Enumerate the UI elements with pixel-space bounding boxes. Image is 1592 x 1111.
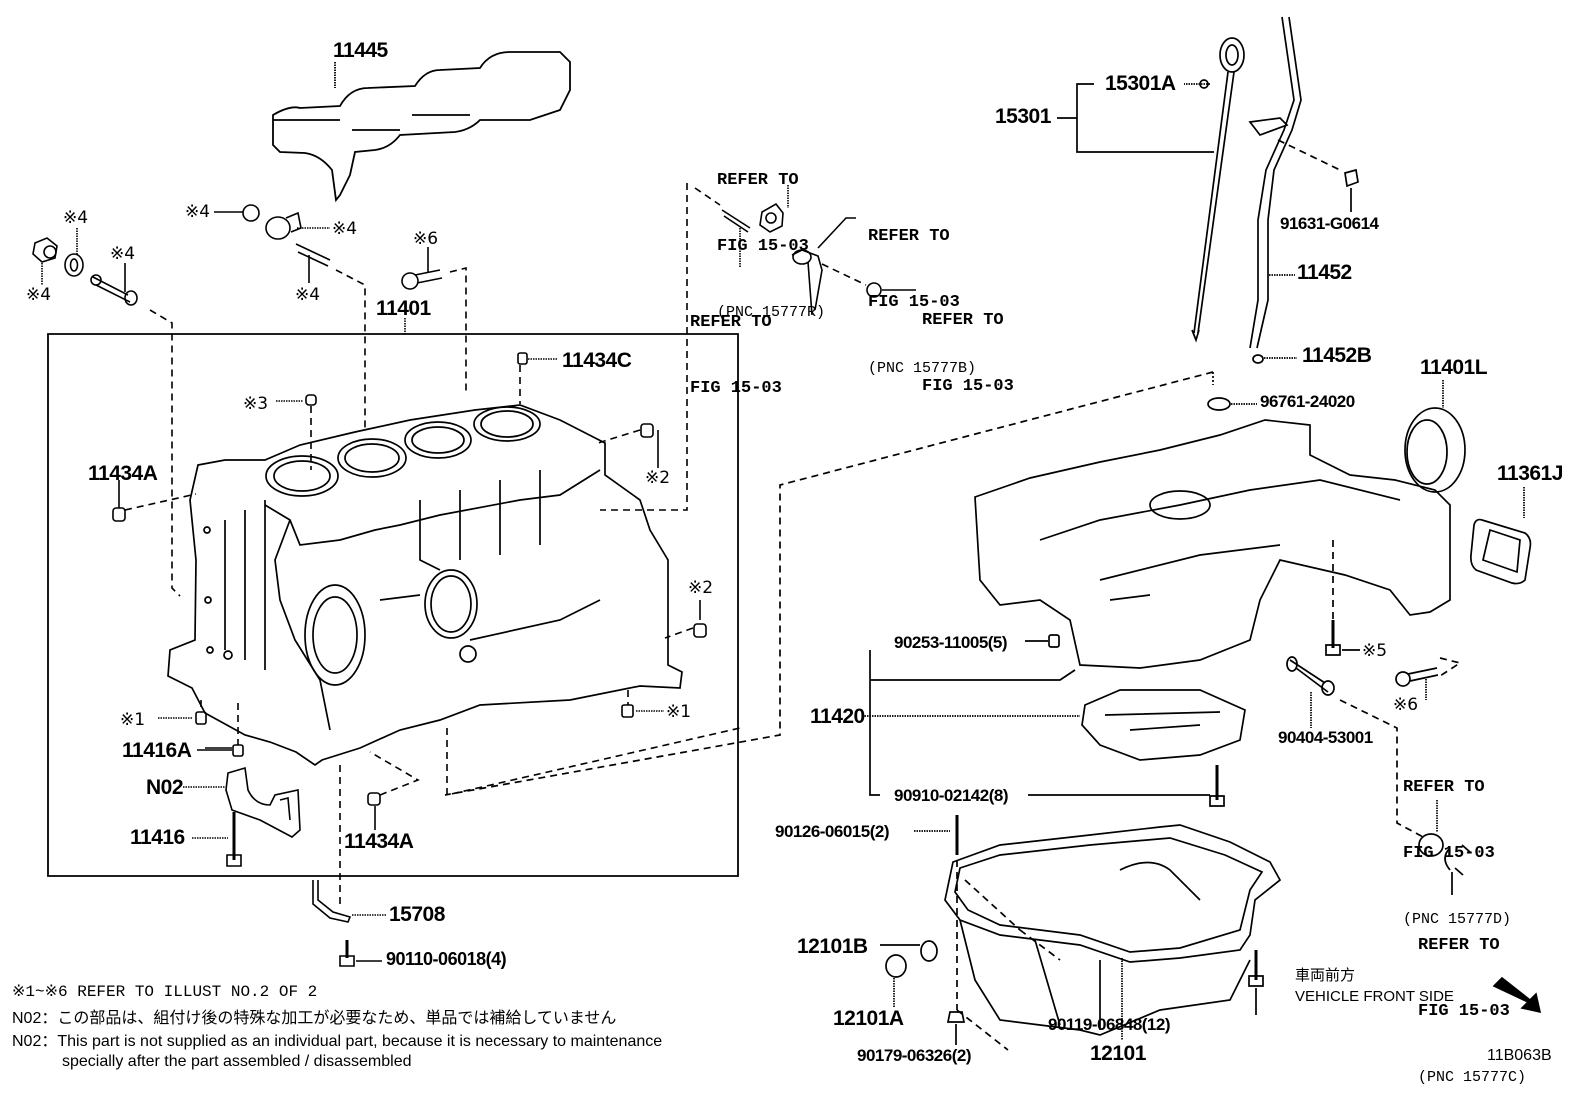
dowel-pins-drawing — [113, 353, 740, 905]
vehicle-front-arrow-icon — [1494, 978, 1540, 1012]
part-label-11401[interactable]: 11401 — [376, 297, 431, 320]
refer-illust-note: ※1~※6 REFER TO ILLUST NO.2 OF 2 — [12, 983, 318, 1001]
bearing-cap-n02-drawing — [183, 748, 300, 866]
vehicle-front-label-en: VEHICLE FRONT SIDE — [1295, 988, 1454, 1005]
refer-pnc: (PNC 15777D) — [1403, 911, 1512, 928]
part-label-90910-02142[interactable]: 90910-02142(8) — [894, 786, 1008, 805]
refer-callout-stud[interactable]: REFER TO FIG 15-03 — [690, 268, 782, 422]
mark-2-lower: ※2 — [688, 578, 714, 598]
mark-4-union-bolt: ※4 — [110, 244, 136, 264]
refer-fig: FIG 15-03 — [717, 237, 809, 256]
part-label-90253-11005[interactable]: 90253-11005(5) — [894, 633, 1008, 652]
part-label-11452B[interactable]: 11452B — [1302, 344, 1372, 367]
refer-callout-nut[interactable]: REFER TO FIG 15-03 — [922, 266, 1014, 420]
figure-id: 11B063B — [1487, 1047, 1552, 1064]
part-label-11434C[interactable]: 11434C — [562, 349, 632, 372]
mark-4-nozzle: ※4 — [295, 285, 321, 305]
refer-pnc: (PNC 15777R) — [717, 304, 826, 321]
insulator-11445-drawing — [273, 52, 570, 200]
part-label-11361J[interactable]: 11361J — [1497, 462, 1563, 485]
mark-1-left: ※1 — [120, 710, 146, 730]
refer-line: REFER TO — [1418, 936, 1500, 955]
cylinder-block-11401-drawing — [168, 405, 682, 765]
part-label-11434A-left[interactable]: 11434A — [88, 462, 158, 485]
refer-line: REFER TO — [1403, 778, 1485, 797]
part-label-90404-53001[interactable]: 90404-53001 — [1278, 728, 1373, 747]
refer-fig: FIG 15-03 — [1403, 844, 1495, 863]
part-label-90126-06015[interactable]: 90126-06015(2) — [775, 822, 889, 841]
part-label-11416A[interactable]: 11416A — [122, 739, 192, 762]
mark-6-right: ※6 — [1393, 695, 1419, 715]
mark-1-right: ※1 — [666, 702, 692, 722]
part-label-90110-06018[interactable]: 90110-06018(4) — [386, 949, 507, 969]
part-label-90119-06848[interactable]: 90119-06848(12) — [1048, 1015, 1171, 1034]
refer-callout-15777R[interactable]: REFER TO FIG 15-03 (PNC 15777R) — [717, 126, 825, 346]
refer-pnc: (PNC 15777B) — [868, 360, 977, 377]
refer-line: REFER TO — [690, 313, 772, 332]
oil-pan-12101-drawing — [880, 815, 1280, 1050]
part-label-15708[interactable]: 15708 — [389, 903, 445, 926]
part-label-11452[interactable]: 11452 — [1297, 261, 1352, 284]
part-label-N02[interactable]: N02 — [146, 776, 184, 799]
refer-line: REFER TO — [922, 311, 1004, 330]
refer-line: REFER TO — [868, 227, 950, 246]
oil-jet-15708-drawing — [313, 880, 387, 966]
n02-note-en-line1: N02：This part is not supplied as an indi… — [12, 1033, 663, 1050]
mark-6-top: ※6 — [413, 229, 439, 249]
refer-fig: FIG 15-03 — [868, 293, 960, 312]
part-label-11420[interactable]: 11420 — [810, 705, 865, 728]
refer-callout-15777D[interactable]: REFER TO FIG 15-03 (PNC 15777D) — [1403, 733, 1511, 953]
n02-note-en-line2: specially after the part assembled / dis… — [62, 1053, 412, 1070]
vehicle-front-label-ja: 車両前方 — [1295, 967, 1356, 984]
part-label-15301[interactable]: 15301 — [995, 105, 1051, 128]
refer-fig: FIG 15-03 — [1418, 1002, 1510, 1021]
part-label-90179-06326[interactable]: 90179-06326(2) — [857, 1046, 971, 1065]
part-label-96761-24020[interactable]: 96761-24020 — [1260, 392, 1355, 411]
mark-4-fitting: ※4 — [332, 219, 358, 239]
mark-2-upper: ※2 — [645, 468, 671, 488]
mark-4-washer: ※4 — [63, 208, 89, 228]
oil-pipe-refer-parts-drawing — [600, 183, 916, 510]
part-label-11445[interactable]: 11445 — [333, 39, 388, 62]
refer-fig: FIG 15-03 — [922, 377, 1014, 396]
part-label-15301A[interactable]: 15301A — [1105, 72, 1176, 95]
part-label-91631-G0614[interactable]: 91631-G0614 — [1280, 214, 1379, 233]
mark-5: ※5 — [1362, 641, 1388, 661]
mark-4-plug: ※4 — [185, 202, 211, 222]
mark-3: ※3 — [243, 394, 269, 414]
part-label-12101A[interactable]: 12101A — [833, 1007, 904, 1030]
mark-4-nut: ※4 — [26, 285, 52, 305]
part-label-11416[interactable]: 11416 — [130, 826, 185, 849]
dipstick-and-guide-drawing — [445, 17, 1358, 795]
refer-callout-15777C[interactable]: REFER TO FIG 15-03 (PNC 15777C) — [1418, 891, 1526, 1111]
oil-pan-upper-11420-drawing — [862, 380, 1530, 895]
refer-line: REFER TO — [717, 171, 799, 190]
fasteners-top-left-drawing — [33, 205, 466, 596]
part-label-11434A-bottom[interactable]: 11434A — [344, 830, 414, 853]
refer-callout-15777B[interactable]: REFER TO FIG 15-03 (PNC 15777B) — [868, 182, 976, 402]
part-label-12101B[interactable]: 12101B — [797, 935, 868, 958]
refer-fig: FIG 15-03 — [690, 379, 782, 398]
part-label-12101[interactable]: 12101 — [1090, 1042, 1146, 1065]
n02-note-ja: N02：この部品は、組付け後の特殊な加工が必要なため、単品では補給していません — [12, 1010, 617, 1027]
refer-pnc: (PNC 15777C) — [1418, 1069, 1527, 1086]
part-label-11401L[interactable]: 11401L — [1420, 356, 1488, 379]
cylinder-block-group-frame — [48, 334, 738, 876]
